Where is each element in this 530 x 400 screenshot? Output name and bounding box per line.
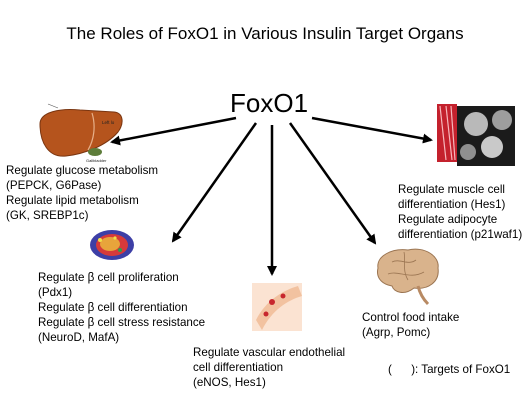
legend-targets: ( ): Targets of FoxO1 [388, 363, 511, 376]
liver-line-4: (GK, SREBP1c) [6, 209, 89, 222]
beta-cell-description: Regulate β cell proliferation (Pdx1) Reg… [38, 270, 205, 345]
vascular-line-2: cell differentiation [193, 361, 284, 374]
liver-image: Left lo Gallbladder [39, 103, 123, 163]
beta-line-5: (NeuroD, MafA) [38, 331, 120, 344]
muscle-adipocyte-image [437, 104, 515, 166]
center-label-foxo1: FoxO1 [230, 88, 309, 118]
diagram-title: The Roles of FoxO1 in Various Insulin Ta… [66, 24, 464, 43]
arrow-to-liver [110, 116, 237, 146]
brain-line-2: (Agrp, Pomc) [362, 326, 431, 339]
muscle-line-3: Regulate adipocyte [398, 213, 498, 226]
brain-description: Control food intake (Agrp, Pomc) [362, 310, 459, 340]
beta-line-4: Regulate β cell stress resistance [38, 316, 206, 329]
pancreatic-islet-image [90, 230, 134, 260]
beta-line-3: Regulate β cell differentiation [38, 301, 188, 314]
liver-line-3: Regulate lipid metabolism [6, 194, 139, 207]
brain-line-1: Control food intake [362, 311, 460, 324]
muscle-adipocyte-description: Regulate muscle cell differentiation (He… [398, 182, 522, 242]
liver-line-2: (PEPCK, G6Pase) [6, 179, 102, 192]
vascular-description: Regulate vascular endothelial cell diffe… [193, 345, 345, 390]
liver-label-gallbladder: Gallbladder [86, 158, 107, 163]
beta-line-1: Regulate β cell proliferation [38, 271, 179, 284]
muscle-line-4: differentiation (p21waf1) [398, 228, 523, 241]
beta-line-2: (Pdx1) [38, 286, 73, 299]
arrow-to-muscle-fat [311, 116, 433, 144]
liver-description: Regulate glucose metabolism (PEPCK, G6Pa… [6, 163, 158, 223]
vascular-line-3: (eNOS, Hes1) [193, 376, 266, 389]
muscle-line-2: differentiation (Hes1) [398, 198, 506, 211]
liver-line-1: Regulate glucose metabolism [6, 164, 159, 177]
arrow-to-beta-cell [171, 122, 258, 243]
liver-label-left-lobe: Left lo [102, 120, 115, 125]
arrow-to-brain [288, 122, 377, 245]
vascular-line-1: Regulate vascular endothelial [193, 346, 346, 359]
muscle-line-1: Regulate muscle cell [398, 183, 505, 196]
blood-vessel-image [252, 283, 302, 331]
brain-image [377, 248, 439, 306]
